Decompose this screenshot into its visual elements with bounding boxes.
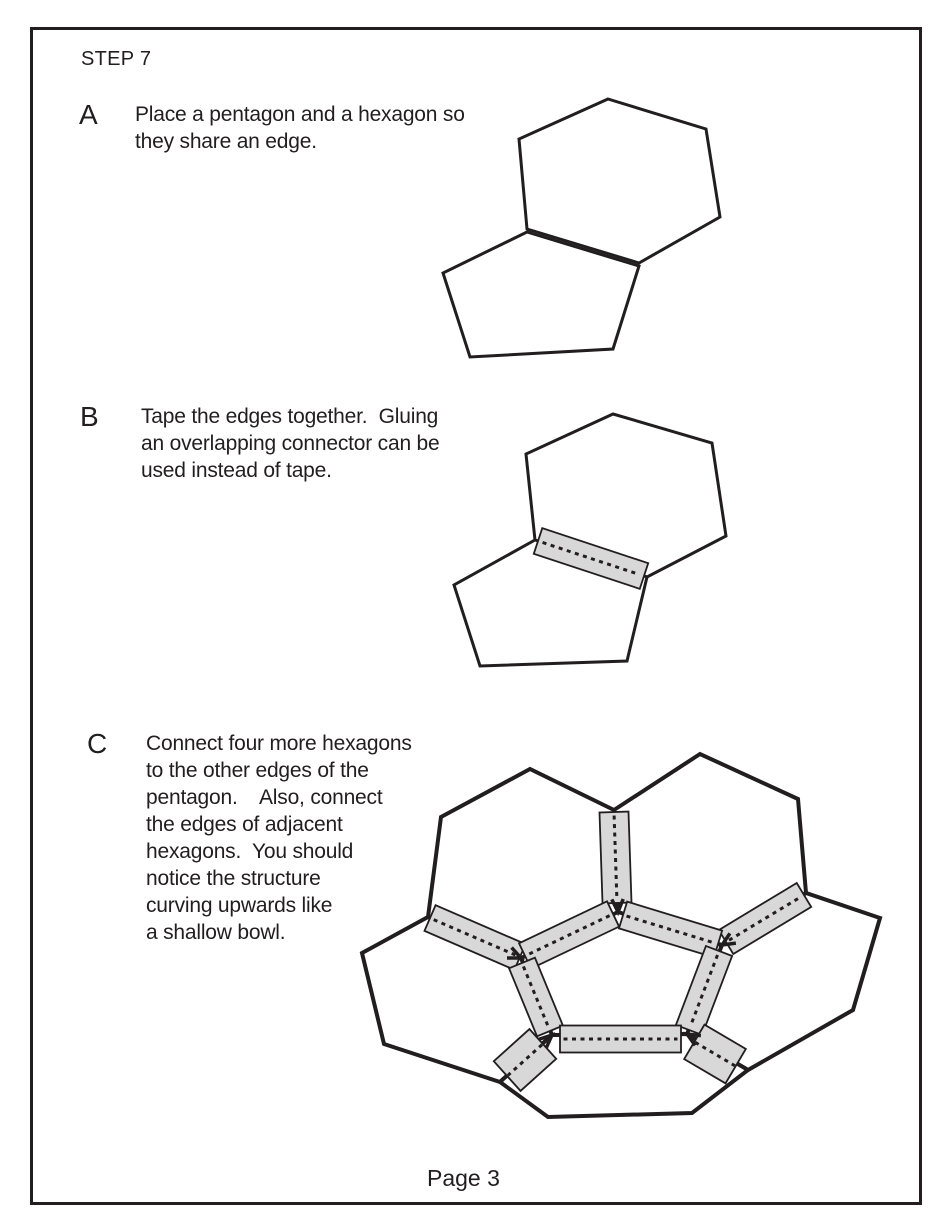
vertex-arrow-left xyxy=(507,946,525,960)
page-border xyxy=(30,27,922,1205)
step-c-label: C xyxy=(87,728,107,759)
step-b-label: B xyxy=(80,401,99,432)
diagram-a-pentagon-hexagon xyxy=(441,97,722,359)
step-a-label: A xyxy=(79,99,98,130)
vertex-arrow-bottom-right xyxy=(683,1031,702,1047)
page-footer: Page 3 xyxy=(427,1165,500,1191)
tape-connector-pentagon-right xyxy=(674,944,734,1037)
diagram-b-taped-edge xyxy=(452,412,728,668)
tape-connector xyxy=(532,527,650,590)
tape-connector-pentagon-left xyxy=(507,956,565,1038)
page-title: STEP 7 xyxy=(81,48,152,70)
step-b-text: Tape the edges together. Gluing an overl… xyxy=(141,405,440,482)
step-a-text: Place a pentagon and a hexagon so they s… xyxy=(135,103,465,153)
tape-connector-pentagon-top-left xyxy=(517,900,621,970)
tape-connector-lower-left-spoke xyxy=(492,1027,558,1093)
step-c-text: Connect four more hexagons to the other … xyxy=(146,732,412,944)
tape-connector-top-spoke xyxy=(598,810,633,905)
hexagon-outline xyxy=(517,97,722,265)
vertex-arrow-bottom-left xyxy=(538,1032,556,1049)
diagram-c-pentagon-five-hexagons xyxy=(359,751,883,1120)
vertex-arrow-right xyxy=(718,932,737,948)
pentagon-outline xyxy=(441,230,641,359)
vertex-arrow-top xyxy=(610,898,625,917)
tape-connector-pentagon-bottom xyxy=(559,1024,682,1054)
tape-connector-pentagon-top-right xyxy=(617,900,724,959)
